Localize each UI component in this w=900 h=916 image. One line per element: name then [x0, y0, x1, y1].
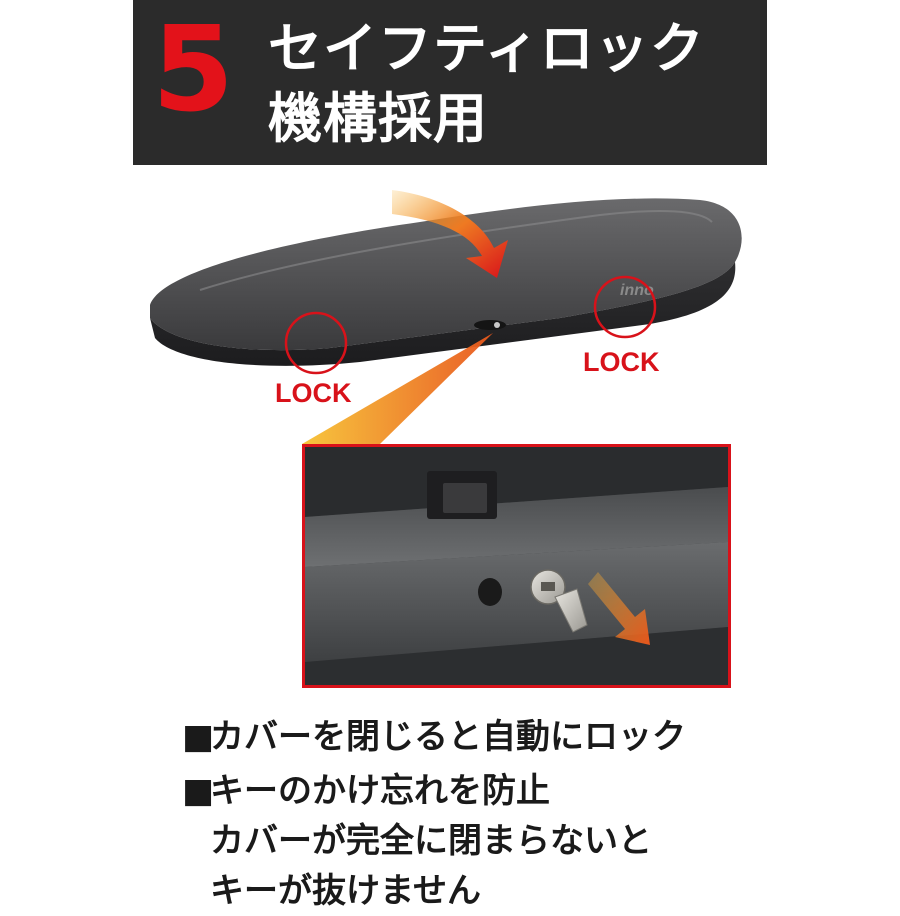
- lock-detail-inset: [302, 444, 731, 688]
- feature-bullets: ■カバーを閉じると自動にロック ■キーのかけ忘れを防止 カバーが完全に閉まらない…: [182, 712, 882, 916]
- zoom-beam: [302, 333, 493, 444]
- release-button: [478, 578, 502, 606]
- bullet-square-icon: ■: [182, 717, 215, 757]
- lock-circle-left: [284, 311, 348, 375]
- roof-box-lid: [150, 198, 742, 351]
- roof-box-illustration: inno: [150, 190, 742, 444]
- bullet-text-continued: キーが抜けません: [210, 871, 481, 911]
- lock-label-left: LOCK: [275, 378, 352, 408]
- key-icon: [554, 588, 588, 633]
- bullet-square-icon: ■: [182, 771, 215, 811]
- bullet-text-continued: カバーが完全に閉まらないと: [210, 821, 652, 861]
- bullet-text: カバーを閉じると自動にロック: [210, 717, 686, 757]
- roof-box-base: [150, 262, 736, 366]
- feature-title-line2: 機構採用: [268, 87, 488, 150]
- pull-arrow: [588, 572, 650, 645]
- bullet-text: キーのかけ忘れを防止: [210, 771, 550, 811]
- header-band: [133, 0, 767, 165]
- bullet-item: ■キーのかけ忘れを防止: [182, 766, 882, 816]
- lock-label-right: LOCK: [583, 347, 660, 377]
- close-arrow: [392, 190, 508, 278]
- bullet-item: ■カバーを閉じると自動にロック: [182, 712, 882, 762]
- front-lock-cylinder: [474, 320, 506, 330]
- feature-number: 5: [152, 0, 235, 138]
- lock-detail-photo: [305, 447, 728, 685]
- lock-circle-right: [593, 275, 657, 339]
- feature-title-line1: セイフティロック: [268, 17, 705, 80]
